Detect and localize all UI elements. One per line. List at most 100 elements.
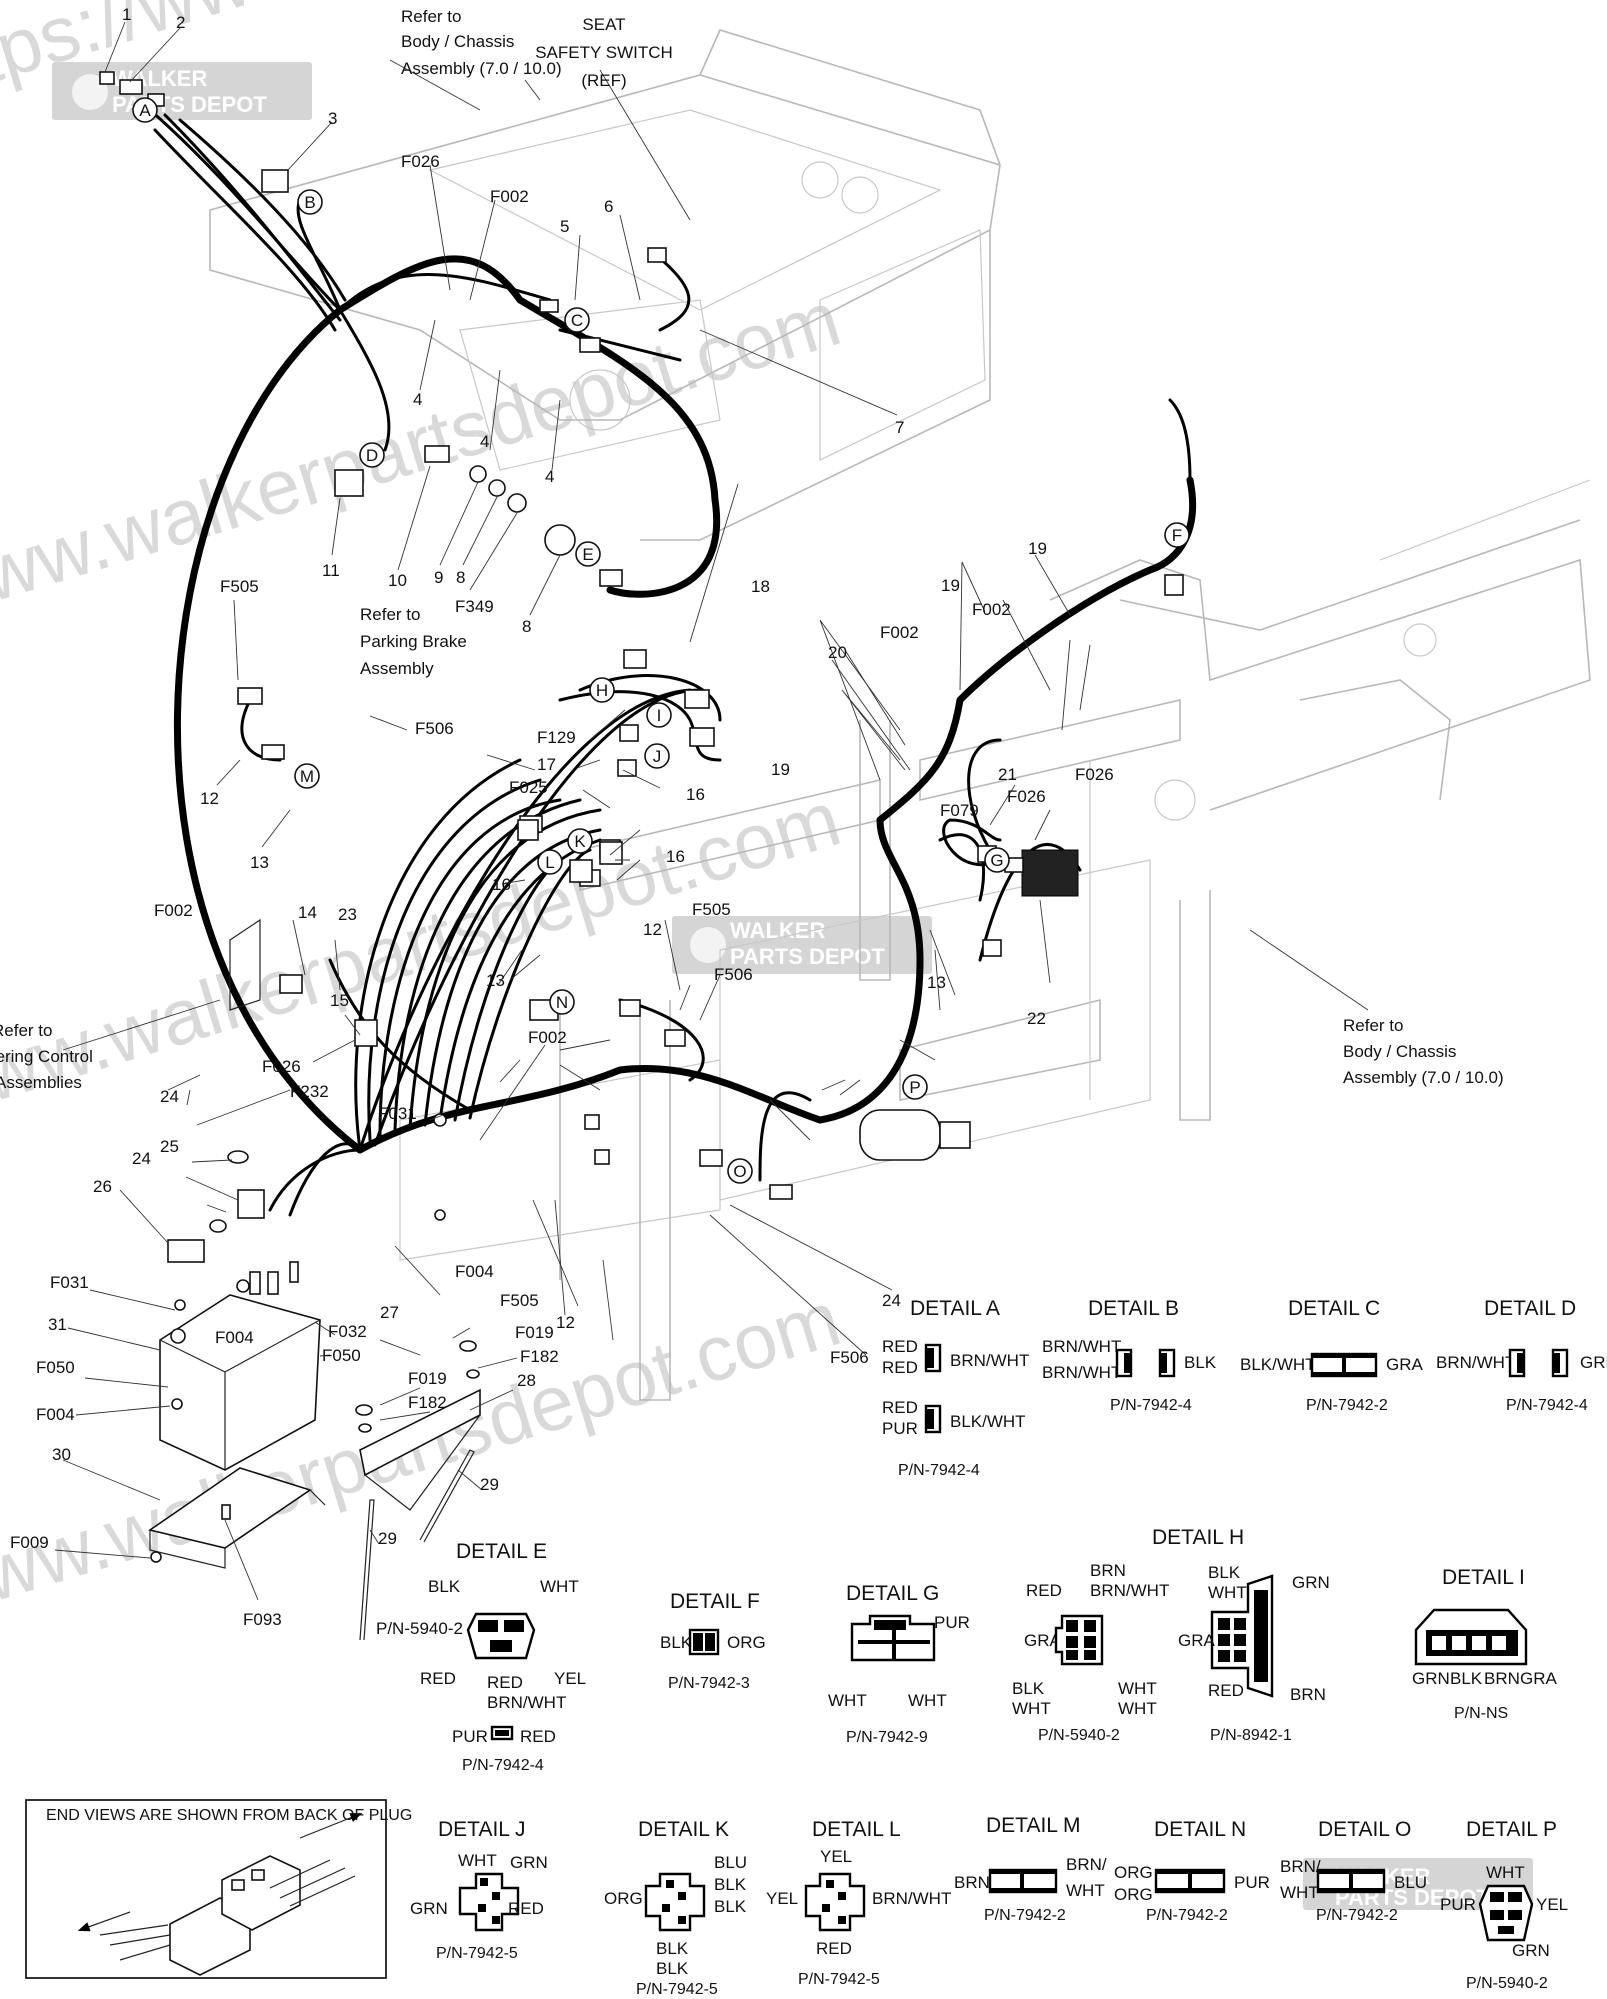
connector-o: O [727, 1158, 753, 1184]
detail-f-title: DETAIL F [670, 1590, 760, 1613]
callout-f050a: F050 [322, 1346, 361, 1365]
ref-body-r2: Body / Chassis [1343, 1042, 1456, 1061]
detail-j: DETAIL J WHT GRN GRN RED P/N-7942-5 [410, 1818, 548, 1962]
svg-text:YEL: YEL [820, 1847, 852, 1866]
svg-text:RED: RED [1026, 1581, 1062, 1600]
svg-text:P/N-7942-3: P/N-7942-3 [668, 1675, 750, 1692]
svg-text:GRN: GRN [410, 1899, 448, 1918]
svg-text:F: F [1172, 526, 1182, 545]
callout-1: 1 [122, 5, 131, 24]
ref-pb-2: Parking Brake [360, 632, 467, 651]
ref-pb-1: Refer to [360, 605, 420, 624]
detail-n: DETAIL N ORG ORG PUR P/N-7942-2 [1114, 1818, 1270, 1924]
callout-2: 2 [176, 13, 185, 32]
svg-text:C: C [571, 311, 583, 330]
detail-o-title: DETAIL O [1318, 1818, 1411, 1841]
callout-9: 9 [434, 568, 443, 587]
callout-f232: F232 [290, 1082, 329, 1101]
svg-text:BLK: BLK [428, 1577, 461, 1596]
callout-4c: 4 [545, 467, 554, 486]
connector-i: I [646, 702, 672, 728]
logo-center-bottom-text: PARTS DEPOT [730, 944, 885, 969]
callout-12c: 12 [556, 1313, 575, 1332]
svg-text:PUR: PUR [1234, 1873, 1270, 1892]
svg-text:BRN/: BRN/ [1280, 1857, 1321, 1876]
callout-25: 25 [160, 1137, 179, 1156]
detail-c-title: DETAIL C [1288, 1297, 1380, 1320]
parts [99, 71, 1184, 1641]
svg-text:BRN: BRN [954, 1873, 990, 1892]
logo-center-top-text: WALKER [730, 918, 825, 943]
callout-18: 18 [751, 577, 770, 596]
callout-f026a: F026 [401, 152, 440, 171]
callout-f002b: F002 [154, 901, 193, 920]
detail-i: DETAIL I GRN BLK BRN GRA P/N-NS [1412, 1566, 1558, 1722]
svg-text:I: I [657, 706, 662, 725]
svg-text:P/N-8942-1: P/N-8942-1 [1210, 1727, 1292, 1744]
detail-m: DETAIL M BRN BRN/ WHT P/N-7942-2 [954, 1814, 1107, 1924]
callout-f506a: F506 [415, 719, 454, 738]
svg-text:BRN/WHT: BRN/WHT [1090, 1581, 1169, 1600]
svg-text:BLK: BLK [1450, 1669, 1483, 1688]
svg-text:O: O [733, 1162, 746, 1181]
connector-h: H [589, 677, 615, 703]
svg-text:BLK/WHT: BLK/WHT [950, 1412, 1026, 1431]
svg-text:ORG: ORG [727, 1633, 766, 1652]
detail-k: DETAIL K BLU BLK BLK ORG BLK BLK P/N-794… [604, 1818, 747, 1998]
callout-30: 30 [52, 1445, 71, 1464]
detail-g: DETAIL G PUR WHT WHT P/N-7942-9 [828, 1582, 970, 1746]
callout-f505c: F505 [500, 1291, 539, 1310]
callout-8a: 8 [456, 568, 465, 587]
svg-text:ORG: ORG [1114, 1863, 1153, 1882]
svg-text:WHT: WHT [1118, 1679, 1157, 1698]
callout-12a: 12 [200, 789, 219, 808]
callout-28: 28 [517, 1371, 536, 1390]
callout-3: 3 [328, 109, 337, 128]
seat-switch-1: SEAT [582, 15, 625, 34]
callout-f031b: F031 [50, 1273, 89, 1292]
svg-text:BLK: BLK [1012, 1679, 1045, 1698]
svg-text:PUR: PUR [1440, 1895, 1476, 1914]
detail-p-title: DETAIL P [1466, 1818, 1557, 1841]
svg-text:BLU: BLU [714, 1853, 747, 1872]
svg-text:YEL: YEL [766, 1889, 798, 1908]
logo-center: WALKER PARTS DEPOT [672, 916, 932, 974]
callout-f026c: F026 [1075, 765, 1114, 784]
ref-steer-3: Assemblies [0, 1073, 82, 1092]
svg-text:K: K [574, 832, 586, 851]
svg-text:PUR: PUR [882, 1419, 918, 1438]
svg-text:P/N-NS: P/N-NS [1454, 1705, 1508, 1722]
svg-text:N: N [556, 993, 568, 1012]
connector-g: G [984, 847, 1010, 873]
callout-23: 23 [338, 905, 357, 924]
callout-24c: 24 [882, 1291, 901, 1310]
callout-16c: 16 [492, 875, 511, 894]
logo-top-left: WALKER PARTS DEPOT [52, 62, 312, 120]
svg-text:BRN/WHT: BRN/WHT [872, 1889, 951, 1908]
svg-text:RED: RED [508, 1899, 544, 1918]
callout-17: 17 [537, 755, 556, 774]
callout-24b: 24 [132, 1149, 151, 1168]
callout-f002d: F002 [972, 600, 1011, 619]
svg-text:A: A [139, 101, 151, 120]
detail-o: DETAIL O BRN/ WHT BLU P/N-7942-2 [1280, 1818, 1427, 1924]
callout-f002c: F002 [528, 1028, 567, 1047]
svg-text:P/N-5940-2: P/N-5940-2 [376, 1619, 463, 1638]
detail-a-title: DETAIL A [910, 1297, 1000, 1320]
svg-text:YEL: YEL [1536, 1895, 1568, 1914]
svg-text:RED: RED [1208, 1681, 1244, 1700]
connector-letters: A B C D E F G H I J K L M N O P [132, 97, 1190, 1184]
callout-f031a: F031 [378, 1104, 417, 1123]
detail-l: DETAIL L YEL YEL BRN/WHT RED P/N-7942-5 [766, 1818, 951, 1988]
watermark: https://www.walkerpartsdepot.com https:/… [0, 0, 1060, 1704]
callout-f002a: F002 [490, 187, 529, 206]
svg-text:BLK/WHT: BLK/WHT [1240, 1355, 1316, 1374]
detail-b: DETAIL B BRN/WHT BRN/WHT BLK P/N-7942-4 [1042, 1297, 1217, 1414]
callout-f019b: F019 [408, 1369, 447, 1388]
connector-n: N [549, 989, 575, 1015]
svg-text:D: D [366, 446, 378, 465]
callout-22: 22 [1027, 1009, 1046, 1028]
detail-c: DETAIL C BLK/WHT GRA P/N-7942-2 [1240, 1297, 1424, 1414]
